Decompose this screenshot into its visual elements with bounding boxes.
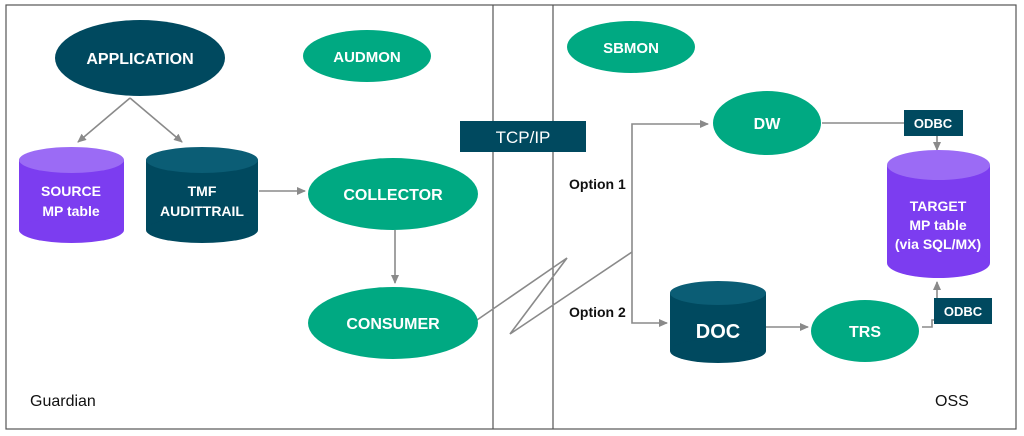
source-label-line1: SOURCE: [41, 183, 101, 199]
collector-node: COLLECTOR: [308, 158, 478, 230]
application-label: APPLICATION: [86, 51, 193, 68]
doc-label: DOC: [696, 321, 740, 343]
source-label-line2: MP table: [42, 203, 100, 219]
tcpip-box: TCP/IP: [460, 121, 586, 152]
trs-node: TRS: [811, 300, 919, 362]
source-cylinder: SOURCE MP table: [19, 147, 124, 243]
oss-label: OSS: [935, 393, 969, 410]
option2-label: Option 2: [569, 304, 626, 320]
dw-label: DW: [754, 116, 782, 133]
audmon-node: AUDMON: [303, 30, 431, 82]
tmf-label-line2: AUDITTRAIL: [160, 203, 244, 219]
odbc-bottom-label: ODBC: [944, 304, 983, 319]
consumer-node: CONSUMER: [308, 287, 478, 359]
odbc-top-box: ODBC: [904, 110, 963, 136]
tmf-cylinder: TMF AUDITTRAIL: [146, 147, 258, 243]
odbc-top-label: ODBC: [914, 116, 953, 131]
connectors: [77, 97, 941, 335]
odbc-bottom-box: ODBC: [934, 298, 992, 324]
diagram-frame: [5, 4, 1017, 430]
connector-option2: [631, 252, 668, 327]
collector-label: COLLECTOR: [343, 187, 443, 204]
target-label-line3: (via SQL/MX): [895, 236, 981, 252]
doc-cylinder: DOC: [670, 281, 766, 363]
sbmon-node: SBMON: [567, 21, 695, 73]
audmon-label: AUDMON: [333, 49, 401, 66]
tcpip-label: TCP/IP: [496, 128, 551, 147]
consumer-label: CONSUMER: [346, 316, 440, 333]
connector-option1: [631, 120, 709, 252]
dw-node: DW: [713, 91, 821, 155]
target-label-line2: MP table: [909, 217, 967, 233]
guardian-label: Guardian: [30, 393, 96, 410]
target-cylinder: TARGET MP table (via SQL/MX): [887, 150, 990, 278]
connector-consumer-zigzag: [476, 251, 633, 335]
application-node: APPLICATION: [55, 20, 225, 96]
tmf-label-line1: TMF: [188, 183, 217, 199]
connector-application-to-tmf: [129, 97, 183, 143]
trs-label: TRS: [849, 324, 881, 341]
sbmon-label: SBMON: [603, 40, 659, 57]
option1-label: Option 1: [569, 176, 626, 192]
target-label-line1: TARGET: [910, 198, 967, 214]
connector-application-to-source: [77, 97, 131, 143]
